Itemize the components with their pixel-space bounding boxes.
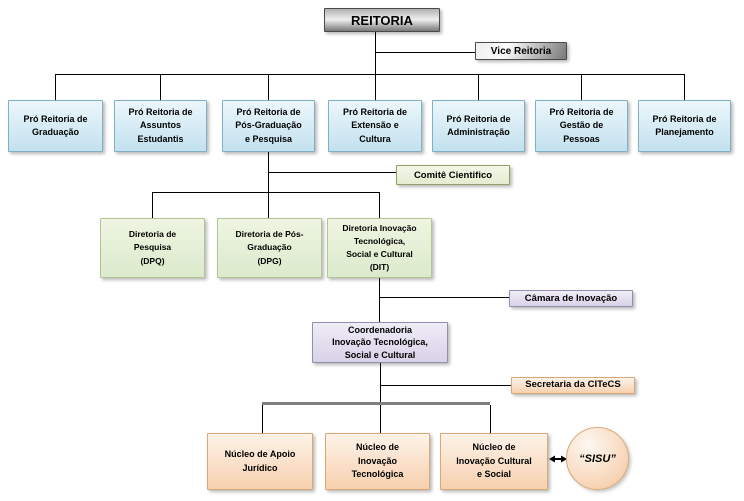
node-label: Diretoria de Pesquisa (DPQ) xyxy=(128,229,177,266)
connector-secretaria xyxy=(380,385,511,386)
node-label: Núcleo de Inovação Cultural e Social xyxy=(456,442,532,480)
node-pro-reitoria-pos-graduacao-pesquisa: Pró Reitoria de Pós-Graduação e Pesquisa xyxy=(222,100,315,152)
node-label: Pró Reitoria de Assuntos Estudantis xyxy=(128,107,193,144)
node-camara-inovacao: Câmara de Inovação xyxy=(509,290,633,307)
connector-vice-reitoria xyxy=(375,52,475,53)
node-label: Pró Reitoria de Graduação xyxy=(23,113,88,137)
node-label: Pró Reitoria de Administração xyxy=(446,113,511,137)
connector-camara xyxy=(379,297,509,298)
node-label: “SISU” xyxy=(579,452,616,465)
node-label: Pró Reitoria de Planejamento xyxy=(652,113,717,137)
node-label: Comitê Cientifico xyxy=(413,169,493,181)
node-coordenadoria-citecs: Coordenadoria Inovação Tecnológica, Soci… xyxy=(312,322,448,363)
node-label: Vice Reitoria xyxy=(490,45,552,57)
connector-stub xyxy=(262,405,263,433)
node-comite-cientifico: Comitê Cientifico xyxy=(396,165,510,185)
connector-stub xyxy=(268,74,269,100)
connector-posgrad-stem xyxy=(268,152,269,218)
node-diretoria-pos-graduacao: Diretoria de Pós- Graduação (DPG) xyxy=(217,218,322,278)
connector-coordenadoria-stem xyxy=(380,363,381,403)
node-pro-reitoria-assuntos-estudantis: Pró Reitoria de Assuntos Estudantis xyxy=(114,100,207,152)
connector-reitoria-stem xyxy=(375,32,376,74)
connector-stub xyxy=(478,74,479,100)
node-label: Câmara de Inovação xyxy=(524,293,618,304)
node-pro-reitoria-planejamento: Pró Reitoria de Planejamento xyxy=(638,100,731,152)
node-pro-reitoria-administracao: Pró Reitoria de Administração xyxy=(432,100,525,152)
node-label: Coordenadoria Inovação Tecnológica, Soci… xyxy=(332,325,428,360)
node-diretoria-inovacao: Diretoria Inovação Tecnológica, Social e… xyxy=(327,218,432,278)
connector-diretorias-bus xyxy=(152,192,379,193)
connector-stub xyxy=(160,74,161,100)
connector-pro-reitorias-bus xyxy=(55,74,685,75)
node-reitoria: REITORIA xyxy=(324,8,440,32)
node-label: Diretoria de Pós- Graduação (DPG) xyxy=(235,229,304,266)
node-secretaria-citecs: Secretaria da CITeCS xyxy=(511,377,635,394)
node-pro-reitoria-gestao-pessoas: Pró Reitoria de Gestão de Pessoas xyxy=(535,100,628,152)
node-nucleo-apoio-juridico: Núcleo de Apoio Jurídico xyxy=(207,433,313,490)
connector-stub xyxy=(490,405,491,433)
node-diretoria-pesquisa: Diretoria de Pesquisa (DPQ) xyxy=(100,218,205,278)
node-nucleo-inovacao-cultural-social: Núcleo de Inovação Cultural e Social xyxy=(440,433,548,490)
connector-stub xyxy=(152,192,153,218)
connector-nucleos-bus xyxy=(262,402,490,405)
node-label: Diretoria Inovação Tecnológica, Social e… xyxy=(342,222,417,273)
connector-stub xyxy=(55,74,56,100)
node-vice-reitoria: Vice Reitoria xyxy=(475,42,567,60)
node-label: Pró Reitoria de Pós-Graduação e Pesquisa xyxy=(235,107,302,144)
connector-stub xyxy=(684,74,685,100)
connector-dit-stem xyxy=(379,278,380,322)
node-label: Secretaria da CITeCS xyxy=(525,379,621,391)
connector-comite xyxy=(268,172,396,173)
node-sisu-circle: “SISU” xyxy=(566,427,629,490)
double-arrow-icon xyxy=(549,452,567,470)
node-nucleo-inovacao-tecnologica: Núcleo de Inovação Tecnológica xyxy=(325,433,430,490)
node-pro-reitoria-extensao-cultura: Pró Reitoria de Extensão e Cultura xyxy=(328,100,422,152)
connector-stub xyxy=(380,405,381,433)
node-label: Pró Reitoria de Gestão de Pessoas xyxy=(549,107,614,144)
node-label: Núcleo de Apoio Jurídico xyxy=(224,449,296,473)
node-pro-reitoria-graduacao: Pró Reitoria de Graduação xyxy=(8,100,103,152)
connector-stub xyxy=(581,74,582,100)
node-label: Pró Reitoria de Extensão e Cultura xyxy=(342,107,407,144)
connector-stub xyxy=(375,74,376,100)
node-label: Núcleo de Inovação Tecnológica xyxy=(351,442,404,480)
node-label: REITORIA xyxy=(351,12,413,28)
connector-stub xyxy=(379,192,380,218)
